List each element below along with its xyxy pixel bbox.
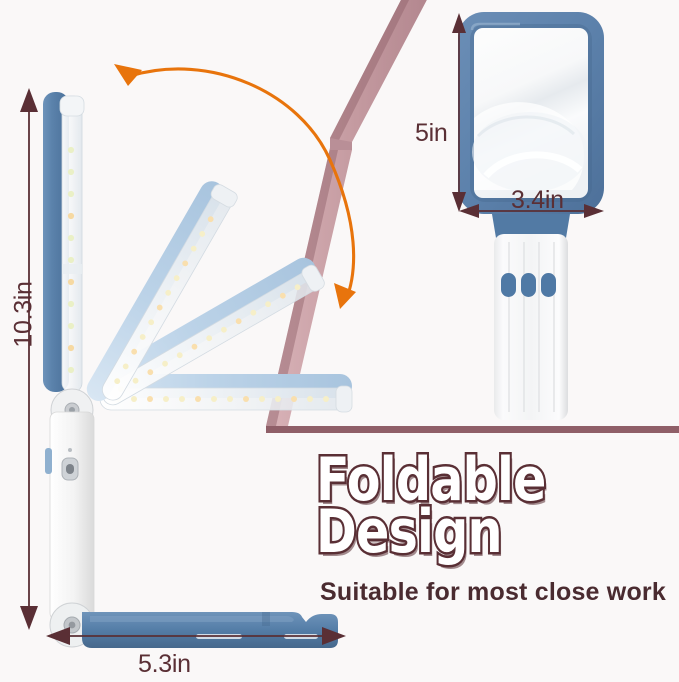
lens-height-dimension-arrow	[452, 13, 466, 212]
handle-buttons	[501, 273, 556, 297]
headline: Foldable Design	[314, 445, 656, 567]
magnifier	[458, 12, 604, 420]
subtitle: Suitable for most close work	[320, 578, 666, 606]
headline-line-1: Foldable	[314, 445, 549, 515]
lamp-arm-2	[86, 181, 238, 401]
height-dimension-arrow	[20, 88, 38, 630]
headline-line-2: Design	[314, 496, 505, 567]
width-dimension-arrow	[46, 627, 346, 645]
handle-button-1[interactable]	[501, 273, 516, 297]
lamp-height-label: 10.3in	[9, 281, 38, 348]
lamp-body-column	[45, 411, 95, 621]
led-dots	[115, 396, 329, 402]
power-switch[interactable]	[45, 448, 52, 474]
handle-button-2[interactable]	[521, 273, 536, 297]
folding-lamp	[43, 92, 353, 648]
lens-height-label: 5in	[415, 119, 448, 147]
lens-width-label: 3.4in	[511, 186, 564, 214]
handle-button-3[interactable]	[541, 273, 556, 297]
motion-arrow	[114, 64, 356, 309]
lamp-base-foot	[82, 612, 338, 648]
lens-width-dimension-arrow	[459, 204, 604, 218]
lamp-arm-3	[89, 257, 325, 406]
lamp-arm-vertical	[43, 92, 85, 393]
magnifier-handle	[494, 234, 568, 420]
lamp-base-width-label: 5.3in	[138, 650, 191, 678]
